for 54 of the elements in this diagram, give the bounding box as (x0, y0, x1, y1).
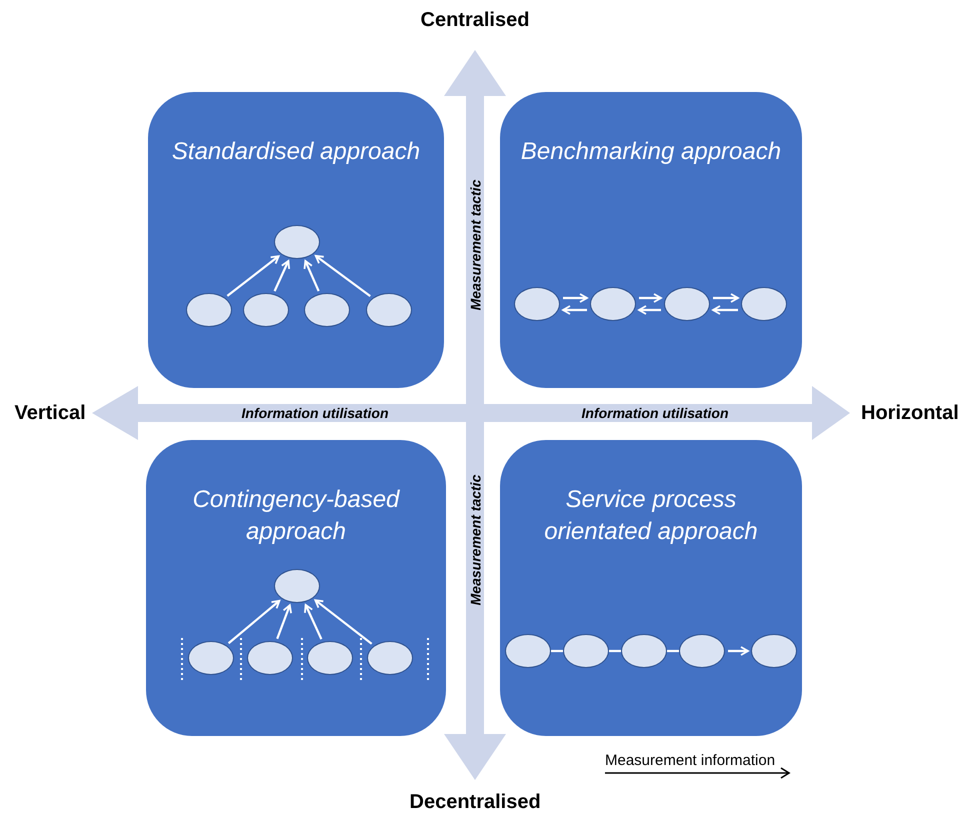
axis-title: Information utilisation (582, 405, 728, 421)
circle-shape (505, 634, 551, 668)
circle-shape (514, 287, 560, 321)
circle-shape (307, 641, 353, 675)
circle-shape (247, 641, 293, 675)
circle-shape (274, 569, 320, 603)
circle-shape (243, 293, 289, 327)
arrow (228, 600, 280, 644)
circle-shape (741, 287, 787, 321)
axis-title: Measurement tactic (466, 474, 483, 606)
approach-card (146, 440, 446, 736)
arrow (304, 260, 320, 292)
arrow (314, 599, 372, 645)
arrow (274, 260, 290, 292)
arrow (226, 255, 280, 297)
circle-shape (186, 293, 232, 327)
connector-line (609, 650, 621, 652)
circle-shape (621, 634, 667, 668)
approach-card (148, 92, 444, 388)
circle-shape (367, 641, 413, 675)
circle-shape (590, 287, 636, 321)
circle-shape (188, 641, 234, 675)
connector-line (551, 650, 563, 652)
axis-title: Information utilisation (242, 405, 388, 421)
circle-shape (751, 634, 797, 668)
note-text: Measurement information (605, 752, 776, 768)
arrow (562, 305, 587, 315)
circle-shape (679, 634, 725, 668)
circle-shape (366, 293, 412, 327)
axis-label: Decentralised (410, 790, 541, 814)
circle-shape (304, 293, 350, 327)
arrow (276, 604, 292, 640)
circle-shape (563, 634, 609, 668)
arrow (314, 254, 371, 298)
approach-title: Benchmarking approach (520, 137, 782, 167)
approach-card (500, 92, 802, 388)
axis-label: Horizontal (861, 402, 959, 424)
approach-title: Contingency-based approach (192, 485, 401, 547)
arrow (563, 293, 588, 303)
axis-label: Vertical (14, 402, 86, 424)
arrow (728, 646, 749, 656)
approach-card (500, 440, 802, 736)
circle-shape (664, 287, 710, 321)
circle-shape (274, 225, 320, 259)
arrow (713, 293, 739, 303)
approach-title: Standardised approach (170, 137, 422, 167)
connector-line (667, 650, 679, 652)
approach-title: Service process orientated approach (543, 485, 759, 547)
arrow (638, 305, 661, 315)
arrow (712, 305, 738, 315)
axis-label: Centralised (420, 8, 530, 32)
axis-title: Measurement tactic (466, 180, 483, 310)
arrow (639, 293, 662, 303)
arrow (304, 604, 322, 640)
